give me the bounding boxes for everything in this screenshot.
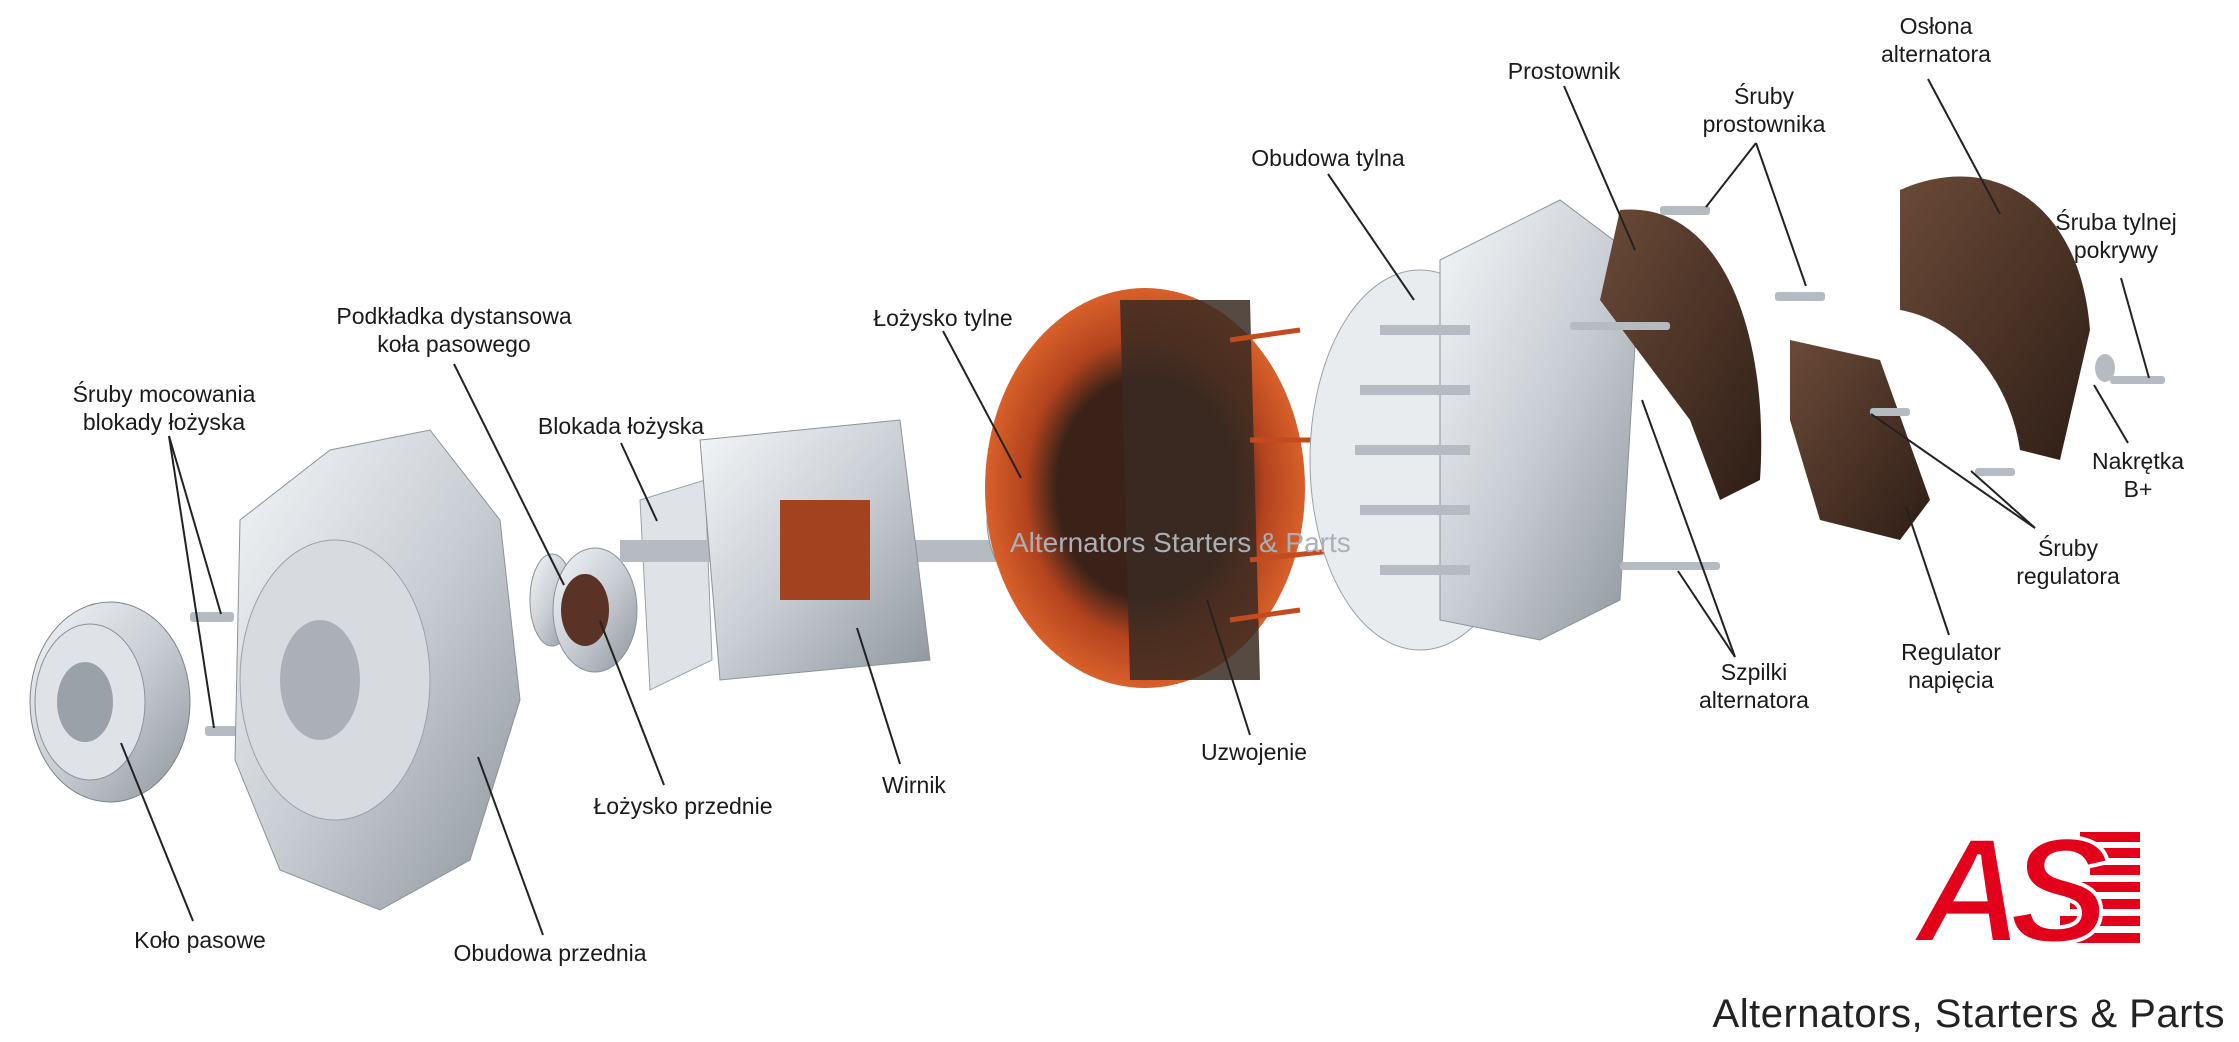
stator-winding-part [985,288,1341,688]
label-line: Śruby [1733,83,1795,109]
label-line: Śruby mocowania [72,381,256,407]
label-line: blokady łożyska [82,409,246,435]
rear-cover-screw-part [2095,354,2165,384]
voltage-regulator-part [1790,340,1930,540]
label-rear-housing: Obudowa tylna [1251,145,1405,171]
label-line: Osłona [1899,13,1973,39]
label-line: Regulator [1901,639,2001,665]
leader-lines [120,78,2150,936]
label-stator-winding: Uzwojenie [1200,739,1308,765]
watermark-text: Alternators Starters & Parts [1010,527,1351,558]
label-line: Podkładka dystansowa [336,303,572,329]
label-bearing-lock: Blokada łożyska [537,413,705,439]
regulator-screws-part [1870,408,2015,476]
alternator-studs-part [1570,322,1720,570]
label-line: Śruba tylnej [2055,209,2177,235]
label-line: napięcia [1908,667,1994,693]
label-pulley: Koło pasowe [134,927,266,953]
bearing-lock-part [639,479,713,691]
label-line: regulatora [2016,563,2120,589]
label-line: alternatora [1699,687,1809,713]
front-housing-part [234,429,521,911]
label-line: koła pasowego [377,331,531,357]
rectifier-screws-part [1660,206,1825,301]
logo-mark: AS [1911,806,2108,974]
rear-housing-part [1309,199,1641,651]
label-line: Śruby [2037,535,2099,561]
as-logo: AS [1909,804,2140,976]
label-rectifier: Prostownik [1507,58,1621,84]
logo-tagline: Alternators, Starters & Parts [1712,992,2225,1036]
label-rear-bearing: Łożysko tylne [873,305,1013,331]
pulley-part [29,601,191,803]
label-line: alternatora [1881,41,1991,67]
label-front-housing: Obudowa przednia [453,940,647,966]
label-line: pokrywy [2073,237,2159,263]
label-line: Szpilki [1720,659,1788,685]
label-front-bearing: Łożysko przednie [593,793,773,819]
label-rotor: Wirnik [882,772,946,798]
front-bearing-part [552,547,638,673]
label-line: Nakrętka [2091,448,2185,474]
rectifier-part [1600,209,1762,501]
label-line: prostownika [1702,111,1826,137]
label-line: B+ [2123,476,2153,502]
alternator-cover-part [1900,176,2090,460]
